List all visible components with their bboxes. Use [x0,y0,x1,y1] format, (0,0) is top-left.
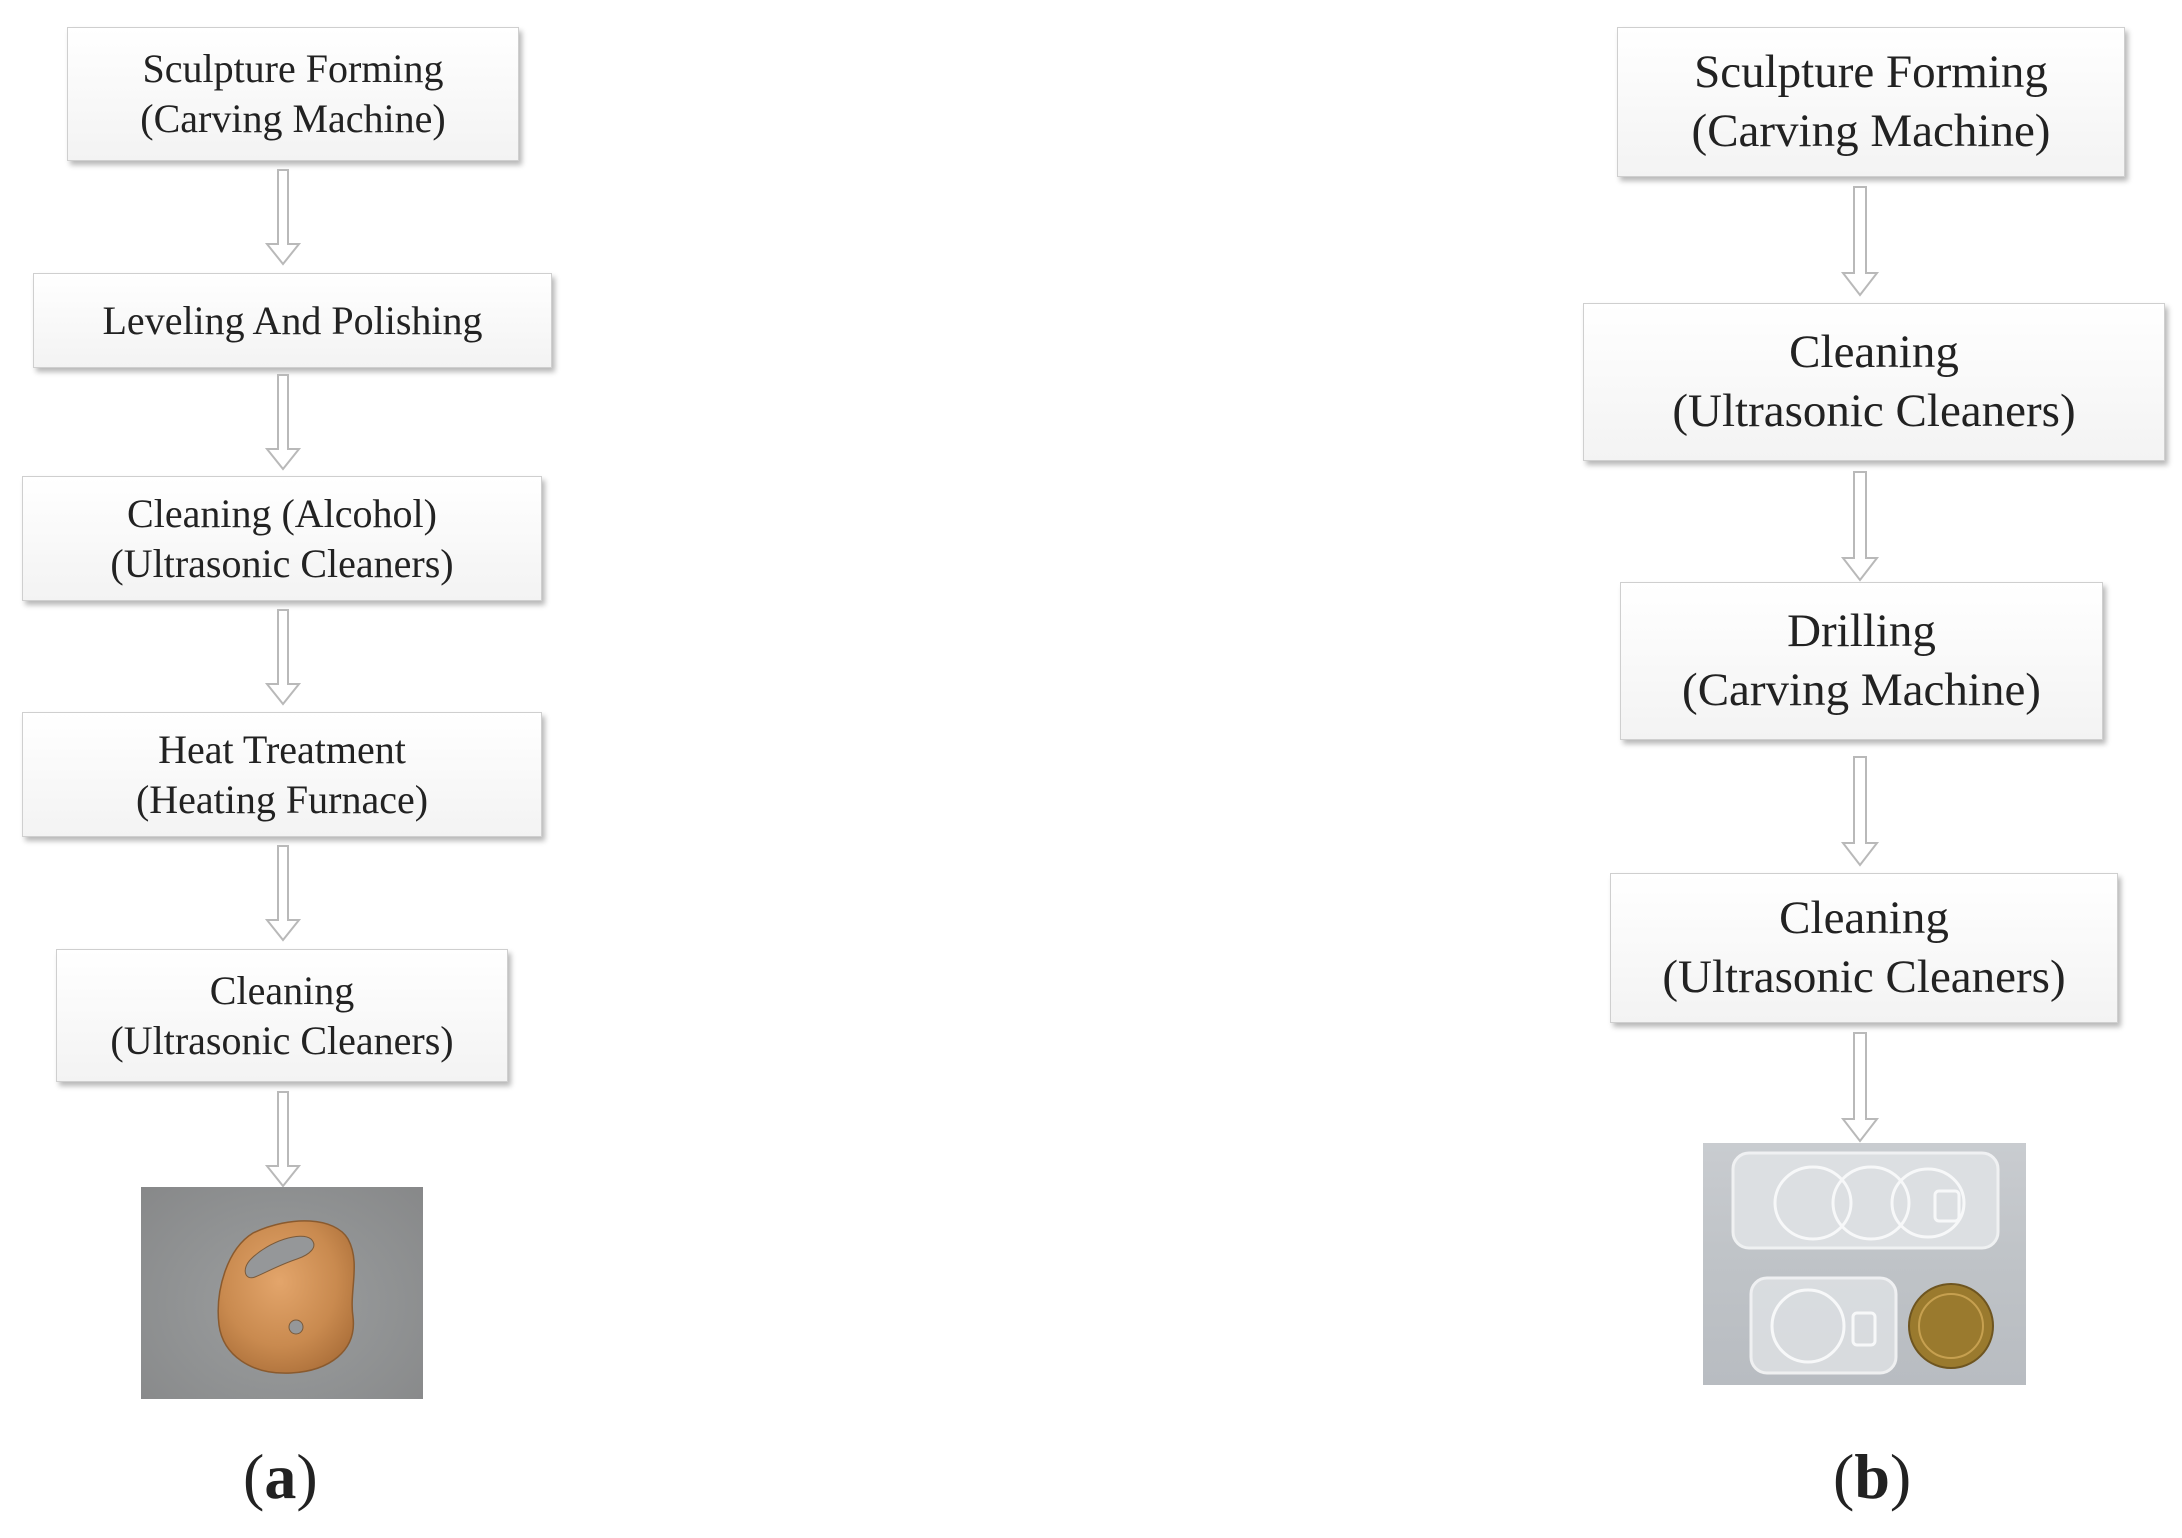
copper-electrode-photo [141,1187,423,1399]
arrow-down-icon [264,1091,302,1188]
panel-a-label: (a) [243,1441,318,1512]
step-a3-title: Cleaning (Alcohol) [127,490,437,536]
step-b1-title: Sculpture Forming [1694,46,2048,99]
step-a1-sculpture-forming: Sculpture Forming (Carving Machine) [67,27,519,161]
arrow-down-icon [1840,756,1880,867]
panel-a-letter: a [264,1441,297,1512]
step-a4-title: Heat Treatment [158,726,406,772]
step-b2-cleaning-ultrasonic: Cleaning (Ultrasonic Cleaners) [1583,303,2165,461]
arrow-down-icon [264,374,302,471]
arrow-down-icon [1840,471,1880,582]
step-b1-sculpture-forming: Sculpture Forming (Carving Machine) [1617,27,2125,177]
step-b2-title: Cleaning [1789,326,1959,379]
step-a5-title: Cleaning [209,967,355,1013]
step-a5-subtitle: (Ultrasonic Cleaners) [110,1017,454,1063]
step-a2-leveling-polishing: Leveling And Polishing [33,273,552,368]
arrow-down-icon [264,169,302,266]
arrow-down-icon [1840,1032,1880,1143]
step-b3-drilling: Drilling (Carving Machine) [1620,582,2103,740]
arrow-down-icon [1840,186,1880,297]
step-b3-title: Drilling [1787,605,1936,658]
step-b1-subtitle: (Carving Machine) [1691,105,2051,157]
step-a3-cleaning-alcohol: Cleaning (Alcohol) (Ultrasonic Cleaners) [22,476,542,601]
panel-b-letter: b [1854,1441,1890,1512]
step-b3-subtitle: (Carving Machine) [1682,664,2041,716]
step-a3-subtitle: (Ultrasonic Cleaners) [110,540,454,586]
step-a2-title: Leveling And Polishing [102,297,483,343]
copper-plate-icon [217,1220,355,1374]
step-a1-title: Sculpture Forming [142,46,444,91]
step-b2-subtitle: (Ultrasonic Cleaners) [1672,385,2076,437]
panel-b-label: (b) [1833,1441,1912,1512]
arrow-down-icon [264,609,302,706]
arrow-down-icon [264,845,302,942]
step-b4-title: Cleaning [1779,892,1949,945]
step-b4-subtitle: (Ultrasonic Cleaners) [1662,951,2066,1003]
acrylic-mold-icon [1731,1151,2000,1375]
step-b4-cleaning-ultrasonic: Cleaning (Ultrasonic Cleaners) [1610,873,2118,1023]
acrylic-mold-photo [1703,1143,2026,1385]
step-a4-subtitle: (Heating Furnace) [135,776,429,822]
step-a1-subtitle: (Carving Machine) [140,96,446,141]
step-a5-cleaning-ultrasonic: Cleaning (Ultrasonic Cleaners) [56,949,508,1082]
step-a4-heat-treatment: Heat Treatment (Heating Furnace) [22,712,542,837]
